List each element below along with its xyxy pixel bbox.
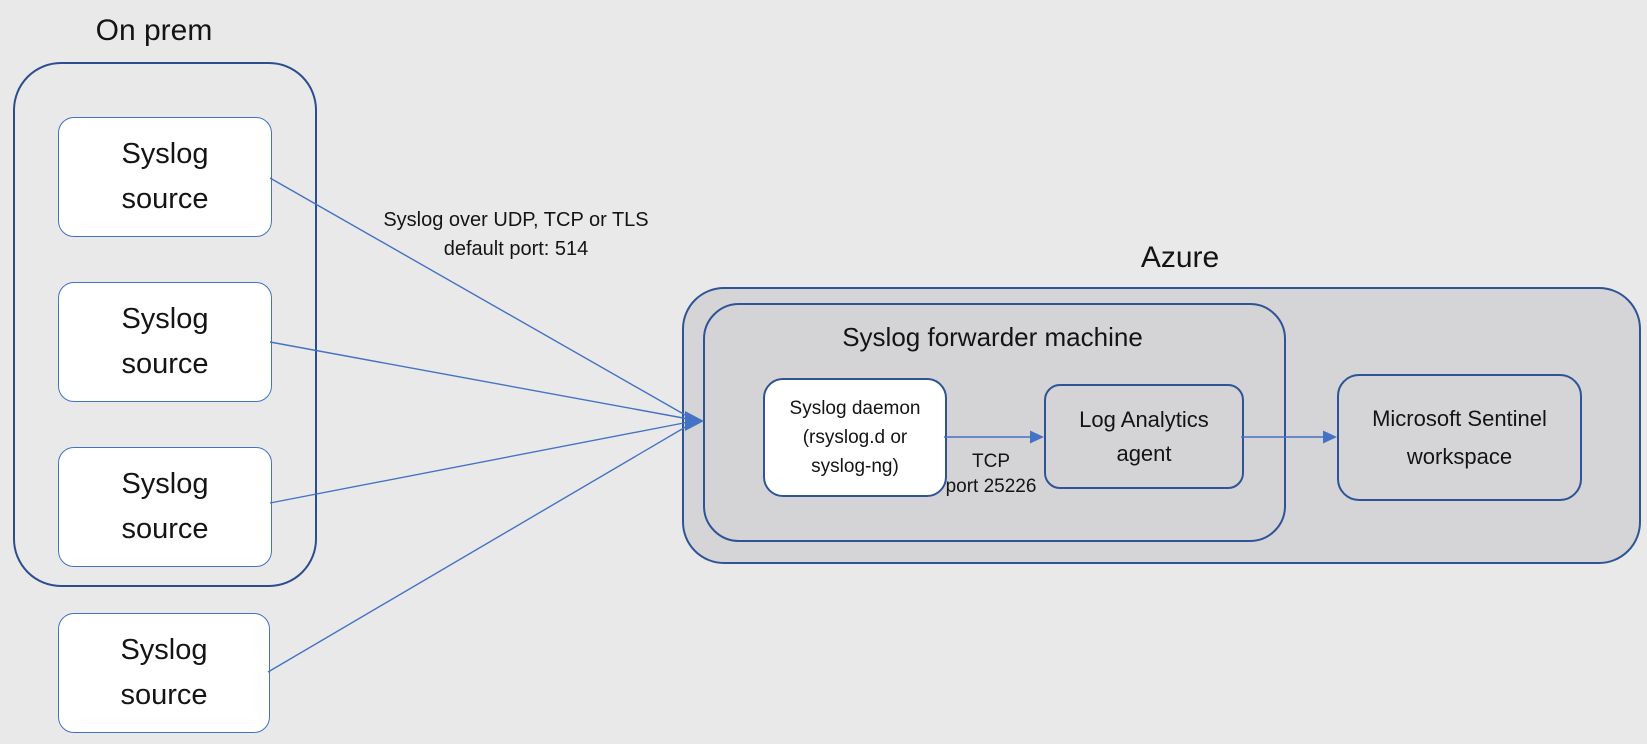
connector-source4-line <box>267 421 695 673</box>
connector-source2-line <box>269 341 695 421</box>
sentinel-workspace-box: Microsoft Sentinel workspace <box>1337 374 1582 501</box>
syslog-source-box-3: Syslog source <box>58 447 272 567</box>
log-analytics-agent-box: Log Analytics agent <box>1044 384 1244 489</box>
syslog-source-label: Syslog source <box>121 303 209 380</box>
syslog-source-box-2: Syslog source <box>58 282 272 402</box>
syslog-daemon-label: Syslog daemon (rsyslog.d or syslog-ng) <box>789 398 921 477</box>
syslog-source-box-1: Syslog source <box>58 117 272 237</box>
syslog-forwarder-label: Syslog forwarder machine <box>842 322 1143 352</box>
log-analytics-agent-label: Log Analytics agent <box>1079 406 1209 466</box>
connector-source3-line <box>269 420 695 504</box>
azure-label: Azure <box>1140 241 1220 274</box>
syslog-source-label: Syslog source <box>121 138 209 215</box>
syslog-source-label: Syslog source <box>120 634 208 711</box>
syslog-source-label: Syslog source <box>121 468 209 545</box>
tcp-port-label: TCP port 25226 <box>945 451 1037 497</box>
syslog-source-box-4: Syslog source <box>58 613 270 733</box>
sentinel-workspace-label: Microsoft Sentinel workspace <box>1372 405 1547 469</box>
on-prem-label: On prem <box>95 14 213 47</box>
connection-protocol-label: Syslog over UDP, TCP or TLS default port… <box>383 209 649 260</box>
